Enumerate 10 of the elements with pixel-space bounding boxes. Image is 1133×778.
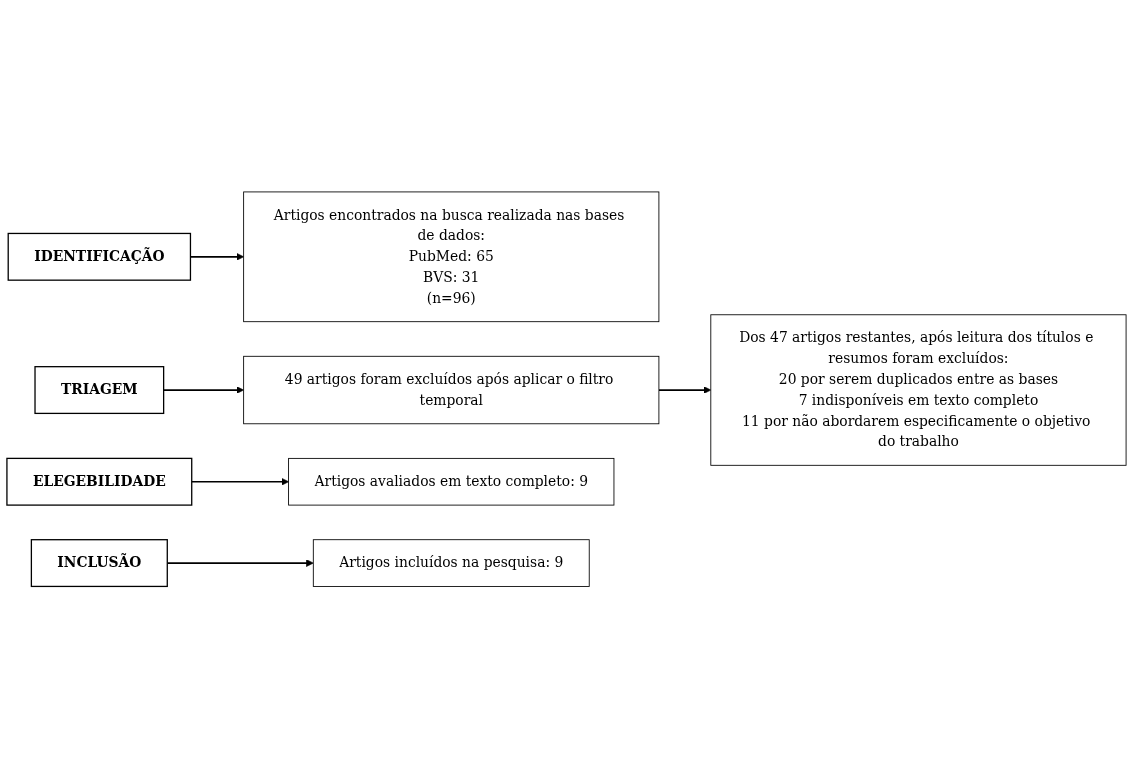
node-box: Artigos avaliados em texto completo: 9 bbox=[288, 457, 615, 506]
node-box: Dos 47 artigos restantes, após leitura dos títulos e resumos foram excluídos: 20 por serem duplicados entre as bases 7 indisponíveis em texto completo 11 por não abordarem especificamente o objetivo do trabalho bbox=[710, 314, 1127, 466]
arrow bbox=[658, 386, 712, 394]
node-box: Artigos incluídos na pesquisa: 9 bbox=[312, 539, 590, 587]
node-box: IDENTIFICAÇÃO bbox=[7, 232, 192, 281]
node-box: INCLUSÃO bbox=[30, 538, 168, 587]
node-box: TRIAGEM bbox=[34, 365, 165, 414]
node-box: Artigos encontrados na busca realizada nas bases de dados: PubMed: 65 BVS: 31 (n=96) bbox=[243, 191, 660, 322]
node-box: ELEGEBILIDADE bbox=[6, 457, 193, 506]
node-box: 49 artigos foram excluídos após aplicar o filtro temporal bbox=[243, 355, 660, 425]
